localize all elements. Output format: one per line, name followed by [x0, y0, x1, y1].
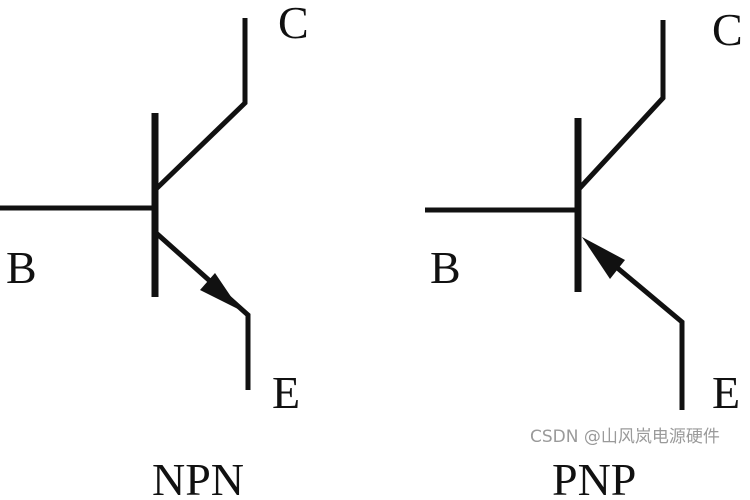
- npn-collector-label: C: [278, 0, 309, 48]
- pnp-emitter-lead: [588, 243, 685, 410]
- npn-title: NPN: [152, 454, 244, 500]
- watermark: CSDN @山风岚电源硬件: [530, 427, 720, 447]
- pnp-emitter-arrow-icon: [582, 237, 625, 279]
- pnp-title: PNP: [552, 454, 636, 500]
- npn-base-label: B: [6, 242, 37, 293]
- npn-collector-lead: [153, 18, 248, 192]
- npn-emitter-lead: [153, 230, 251, 390]
- pnp-collector-label: C: [712, 4, 743, 55]
- pnp-collector-lead: [576, 20, 666, 192]
- pnp-emitter-label: E: [712, 367, 740, 418]
- npn-transistor-symbol: C B E NPN: [0, 0, 309, 500]
- npn-emitter-label: E: [272, 367, 300, 418]
- pnp-transistor-symbol: C B E PNP: [425, 4, 743, 500]
- pnp-base-label: B: [430, 242, 461, 293]
- npn-emitter-arrow-icon: [200, 273, 240, 310]
